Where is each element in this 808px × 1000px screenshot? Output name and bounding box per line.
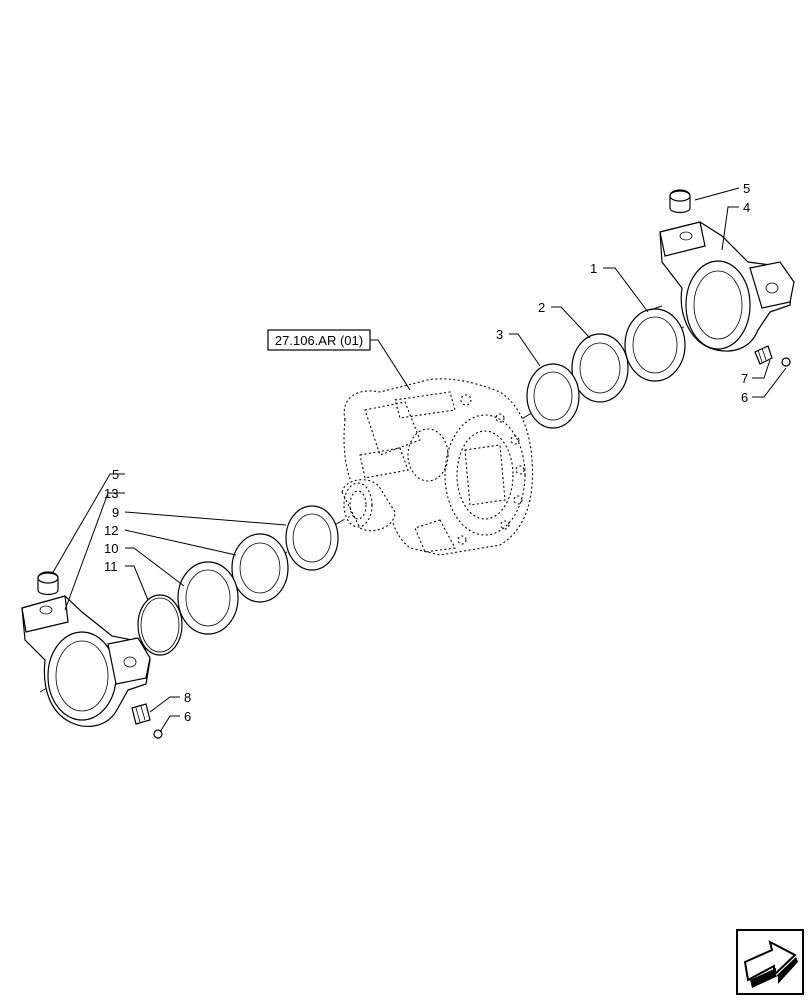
callout-10: 10 — [104, 541, 118, 556]
bushing-12 — [231, 533, 289, 603]
bushing-1 — [624, 305, 686, 382]
swivel-housing-left — [21, 595, 151, 727]
leader-lines — [51, 187, 787, 733]
bushing-10 — [177, 561, 239, 635]
callout-5-left: 5 — [112, 467, 119, 482]
callout-2: 2 — [538, 300, 545, 315]
callout-numbers: 5 4 1 2 3 7 6 5 13 9 12 10 11 8 6 — [104, 181, 750, 724]
reference-label: 27.106.AR (01) — [275, 333, 363, 348]
callout-11: 11 — [104, 559, 118, 574]
grease-fitting-left — [131, 703, 151, 725]
next-page-arrow-icon[interactable] — [736, 929, 804, 995]
callout-6-left: 6 — [184, 709, 191, 724]
swivel-housing-right — [659, 221, 795, 352]
o-ring-11 — [137, 594, 183, 656]
cap-left — [37, 571, 59, 596]
callout-1: 1 — [590, 261, 597, 276]
fitting-cap-right — [781, 357, 791, 367]
bushing-2 — [571, 333, 629, 403]
callout-12: 12 — [104, 523, 118, 538]
callout-13: 13 — [104, 486, 118, 501]
thrust-washer-3 — [526, 363, 580, 429]
grease-fitting-right — [754, 345, 773, 365]
thrust-washer-9 — [285, 505, 339, 571]
callout-8: 8 — [184, 690, 191, 705]
callout-9: 9 — [112, 505, 119, 520]
callout-5-right: 5 — [743, 181, 750, 196]
axle-housing — [341, 378, 534, 556]
callout-7: 7 — [741, 371, 748, 386]
callout-4: 4 — [743, 200, 750, 215]
callout-3: 3 — [496, 327, 503, 342]
cap-right — [669, 189, 691, 214]
callout-6-right: 6 — [741, 390, 748, 405]
reference-callout[interactable]: 27.106.AR (01) — [267, 329, 371, 351]
